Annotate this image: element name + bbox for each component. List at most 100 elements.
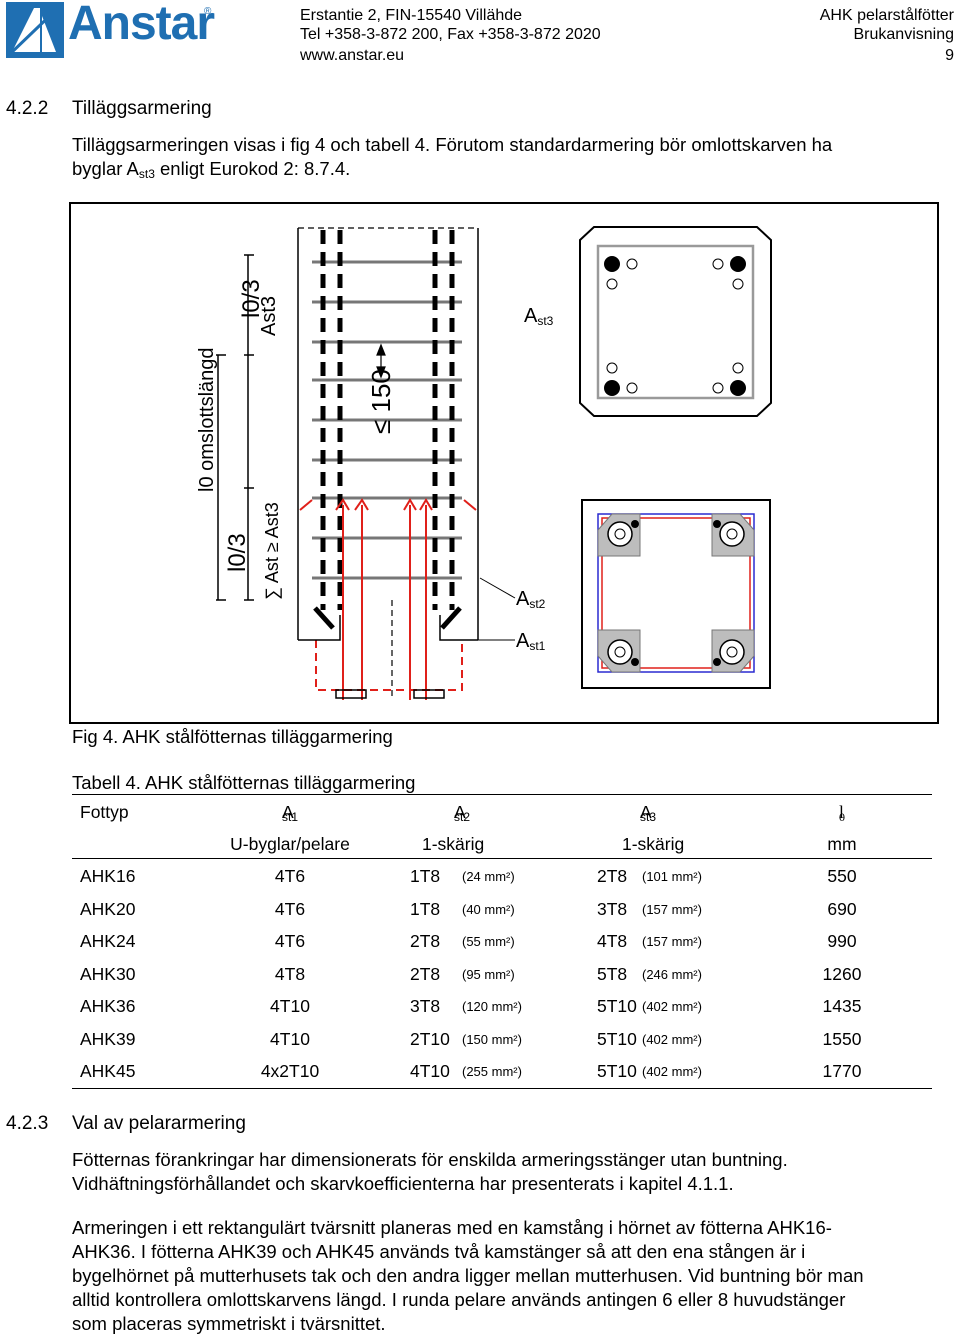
table-header-row-2: U-byglar/pelare 1-skärig 1-skärig mm — [72, 834, 932, 866]
cell-ast1: 4x2T10 — [260, 1061, 320, 1081]
cell-fottyp: AHK30 — [80, 963, 136, 984]
label-150: ≤ 150 — [366, 369, 396, 434]
cell-l0: 1770 — [822, 1061, 862, 1081]
cell-fottyp: AHK39 — [80, 1028, 136, 1049]
cell-ast3-bars: 3T8 — [597, 898, 628, 919]
label-ast2: Ast2 — [516, 588, 546, 611]
section-title-423: Val av pelararmering — [72, 1113, 246, 1134]
cell-l0: 1260 — [822, 963, 862, 984]
label-ast1: Ast1 — [516, 630, 546, 653]
website-link[interactable]: www.anstar.eu — [300, 47, 405, 64]
cell-ast2-bars: 2T8 — [410, 931, 441, 951]
label-sum-ast: ∑ Ast ≥ Ast3 — [262, 502, 282, 600]
col-subheader-ast3: 1-skärig — [622, 834, 685, 854]
section-423-p1-line1: Fötternas förankringar har dimensionerat… — [72, 1149, 788, 1170]
cross-section-ast3 — [579, 226, 772, 417]
cell-ast2-bars: 2T8 — [410, 963, 441, 984]
label-l0-3-bottom: l0/3 — [224, 533, 251, 572]
cell-l0: 1435 — [822, 996, 862, 1016]
section-422-para-line1: Tilläggsarmeringen visas i fig 4 och tab… — [72, 134, 833, 155]
cell-ast3-bars: 2T8 — [597, 866, 628, 886]
cell-ast3-area: (402 mm²) — [642, 1031, 702, 1047]
section-number-423: 4.2.3 — [6, 1113, 49, 1134]
cell-ast3-area: (101 mm²) — [642, 869, 702, 884]
table-row: AHK39 4T10 2T10 (150 mm²) 5T10 (402 mm²) 1550 — [72, 1029, 932, 1061]
cell-ast3-bars: 5T10 — [597, 1061, 637, 1081]
cell-ast1: 4T6 — [274, 866, 306, 886]
section-423-p1-line2: Vidhäftningsförhållandet och skarvkoeffi… — [72, 1173, 734, 1194]
cell-ast2-area: (40 mm²) — [462, 901, 515, 917]
address-line-1: Erstantie 2, FIN-15540 Villähde — [300, 7, 523, 24]
label-l0-omlottslangd: l0 omslottslängd — [196, 347, 218, 492]
cell-l0: 690 — [827, 898, 857, 919]
cell-ast3-area: (402 mm²) — [642, 1064, 702, 1079]
cell-ast2-area: (95 mm²) — [462, 966, 515, 982]
doc-type: Brukanvisning — [853, 26, 955, 43]
cell-ast2-bars: 2T10 — [410, 1028, 450, 1049]
cell-ast1: 4T10 — [270, 1028, 310, 1049]
table-caption: Tabell 4. AHK stålfötternas tilläggarmer… — [72, 772, 416, 793]
cell-ast3-area: (402 mm²) — [642, 999, 702, 1014]
cell-fottyp: AHK45 — [80, 1061, 136, 1081]
cell-ast1: 4T6 — [274, 931, 306, 951]
cell-ast3-bars: 5T10 — [597, 1028, 637, 1049]
cell-ast3-bars: 4T8 — [597, 931, 628, 951]
col-subheader-ast1: U-byglar/pelare — [230, 834, 350, 854]
cell-fottyp: AHK24 — [80, 931, 136, 951]
cell-ast3-area: (157 mm²) — [642, 934, 702, 949]
doc-title: AHK pelarstålfötter — [819, 7, 954, 24]
col-subheader-ast2: 1-skärig — [422, 834, 485, 854]
cell-l0: 990 — [827, 931, 857, 951]
label-ast3-vertical: Ast3 — [258, 295, 280, 336]
cross-section-ast1-ast2 — [581, 499, 771, 689]
section-422-para-line2: byglar Ast3 enligt Eurokod 2: 8.7.4. — [72, 158, 351, 181]
col-subheader-l0: mm — [827, 834, 857, 854]
section-423-p2-line5: som placeras symmetriskt i tvärsnittet. — [72, 1313, 386, 1334]
cell-ast1: 4T8 — [274, 963, 306, 984]
section-423-p2-line2: AHK36. I fötterna AHK39 och AHK45 använd… — [72, 1241, 806, 1262]
section-423-p2-line3: bygelhörnet på mutterhusets tak och den … — [72, 1265, 864, 1286]
cell-ast3-area: (246 mm²) — [642, 966, 702, 982]
section-423-p2-line4: alltid kontrollera omlottskarvens längd.… — [72, 1289, 846, 1310]
cell-ast3-area: (157 mm²) — [642, 901, 702, 917]
section-423-p2-line1: Armeringen i ett rektangulärt tvärsnitt … — [72, 1217, 832, 1238]
cell-ast1: 4T6 — [274, 898, 306, 919]
cell-fottyp: AHK36 — [80, 996, 136, 1016]
table-top-rule — [72, 794, 932, 795]
col-header-fottyp: Fottyp — [80, 802, 129, 822]
address-line-2: Tel +358-3-872 200, Fax +358-3-872 2020 — [300, 26, 601, 43]
table-header-rule — [72, 858, 932, 859]
anstar-logo-icon — [6, 2, 64, 58]
label-ast3: Ast3 — [524, 305, 554, 328]
cell-ast2-bars: 1T8 — [410, 898, 441, 919]
cell-ast2-area: (55 mm²) — [462, 934, 515, 949]
registered-mark: ® — [204, 6, 212, 17]
cell-ast2-bars: 4T10 — [410, 1061, 450, 1081]
cell-ast2-area: (24 mm²) — [462, 869, 515, 884]
cell-l0: 1550 — [822, 1028, 862, 1049]
figure-frame — [69, 202, 939, 724]
cell-ast3-bars: 5T10 — [597, 996, 637, 1016]
cell-ast2-bars: 1T8 — [410, 866, 441, 886]
cell-l0: 550 — [827, 866, 857, 886]
table-row: AHK24 4T6 2T8 (55 mm²) 4T8 (157 mm²) 990 — [72, 931, 932, 963]
cell-ast2-area: (120 mm²) — [462, 999, 522, 1014]
table-bottom-rule — [72, 1088, 932, 1089]
cell-ast2-area: (150 mm²) — [462, 1031, 522, 1047]
section-number-422: 4.2.2 — [6, 98, 49, 119]
cell-ast2-bars: 3T8 — [410, 996, 441, 1016]
logo-text: Anstar — [68, 0, 215, 50]
figure-caption: Fig 4. AHK stålfötternas tilläggarmering — [72, 726, 393, 747]
page-number: 9 — [945, 47, 954, 64]
